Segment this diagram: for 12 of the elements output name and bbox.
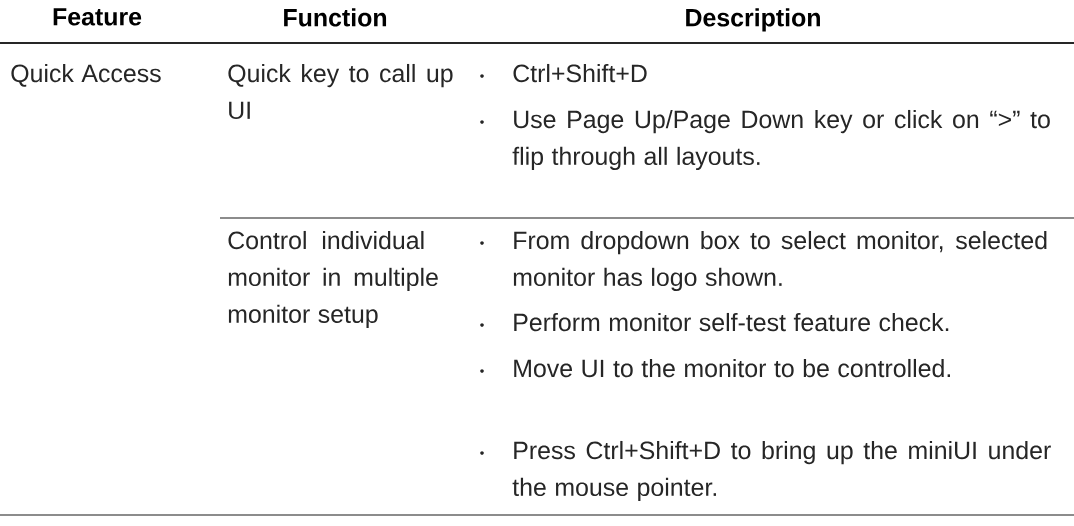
bullet-item: Use Page Up/Page Down key or click on “>” to flip through all layouts. [512,109,1050,171]
column-header: Feature [53,8,142,26]
table-cell: Control individual monitor in multiple monitor setup [228,230,438,328]
bullet-item: Press Ctrl+Shift+D to bring up the miniUI under the mouse pointer. [512,440,1051,502]
table-cell: Quick Access [11,63,161,87]
bullet-item: Ctrl+Shift+D [513,63,647,83]
bullet-item: From dropdown box to select monitor, selected monitor has logo shown. [513,230,1047,292]
column-header: Description [686,8,820,32]
table-cell: Quick key to call up UI [228,63,453,120]
column-header: Function [284,8,387,27]
bullet-item: Perform monitor self-test feature check. [514,312,949,332]
bullet-item: Move UI to the monitor to be controlled. [514,358,950,378]
